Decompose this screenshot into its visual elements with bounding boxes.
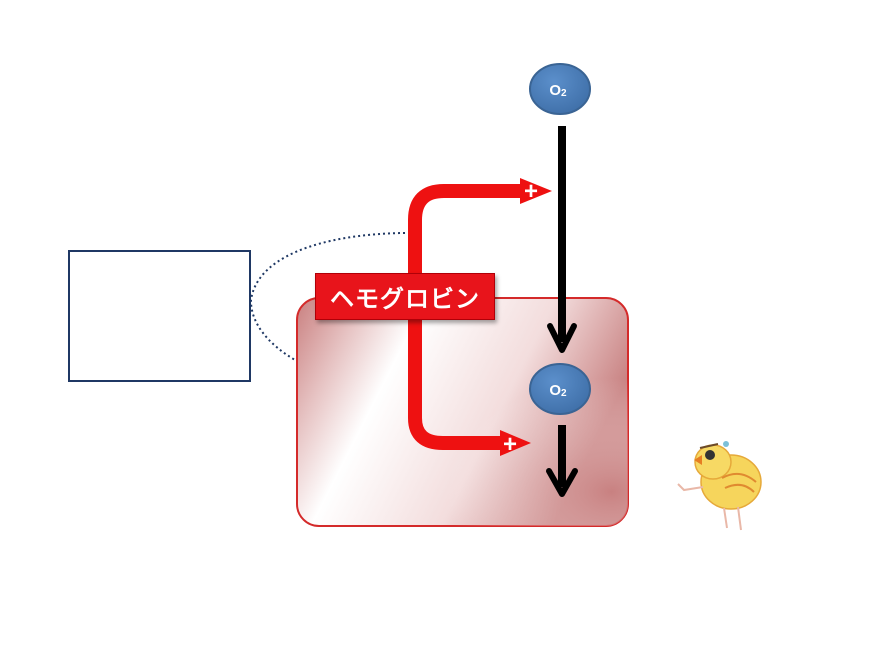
cell-shade <box>297 298 628 526</box>
black-arrowhead-top <box>547 323 577 353</box>
svg-text:O2: O2 <box>549 82 567 99</box>
chick-illustration <box>677 441 762 531</box>
red-arrow-bottom <box>408 300 505 450</box>
oxygen-inner-symbol: O <box>549 382 561 399</box>
oxygen-circle-inner: O2 <box>529 363 591 415</box>
oxygen-inner-subscript: 2 <box>561 388 567 399</box>
red-arrowhead-bottom <box>500 430 531 456</box>
plus-sign-bottom: + <box>503 431 517 458</box>
plus-sign-top: + <box>524 178 538 205</box>
empty-box <box>68 250 251 382</box>
black-arrowhead-bottom <box>546 468 578 497</box>
red-arrowhead-top <box>520 178 552 204</box>
red-arrow-top <box>408 184 524 320</box>
svg-text:O2: O2 <box>549 382 567 399</box>
oxygen-circle-top: O2 <box>529 63 591 115</box>
hemoglobin-label: ヘモグロビン <box>315 273 495 320</box>
oxygen-top-symbol: O <box>549 82 561 99</box>
oxygen-top-subscript: 2 <box>561 88 567 99</box>
